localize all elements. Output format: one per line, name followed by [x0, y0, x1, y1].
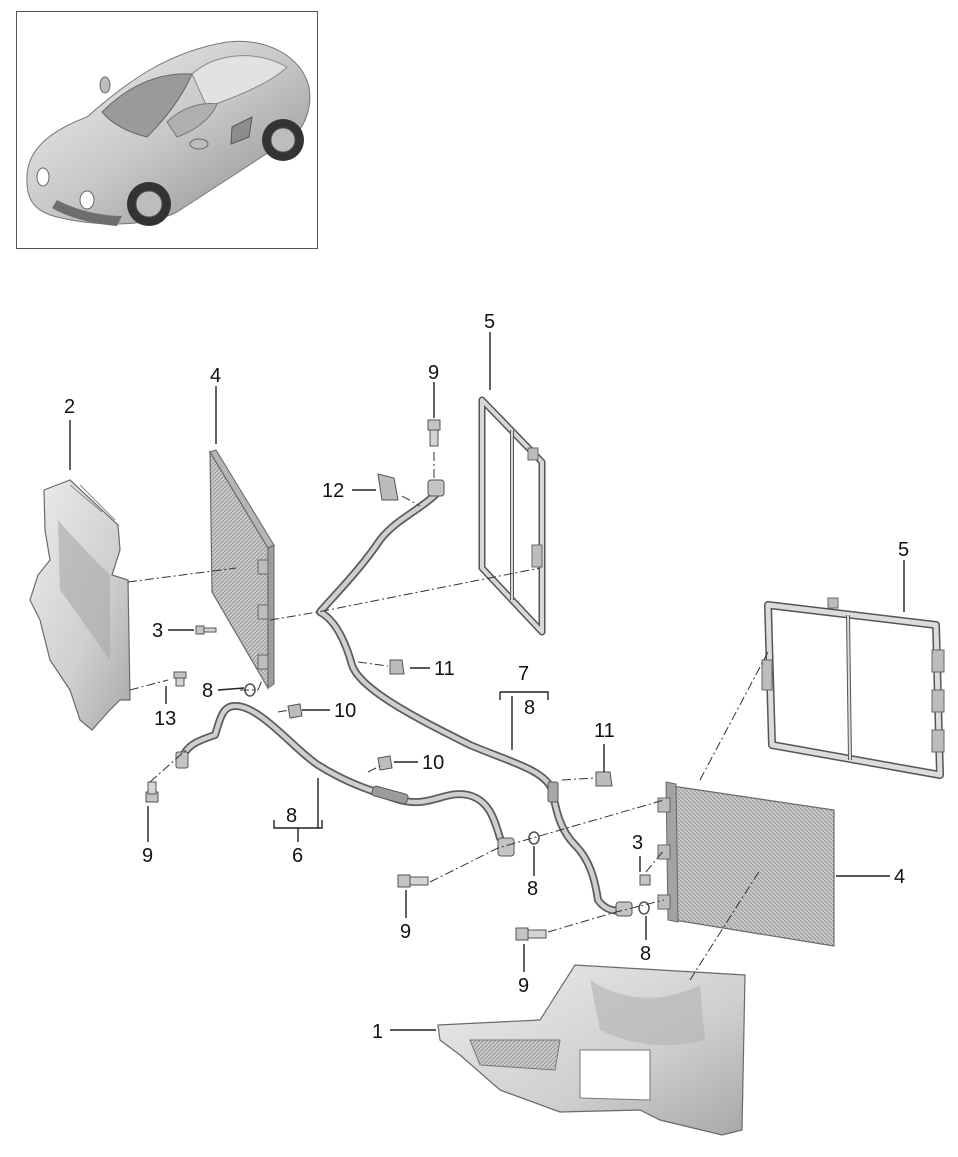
callout-2: 2	[64, 396, 75, 418]
assembly-lines	[127, 452, 769, 981]
vehicle-overview-thumbnail	[16, 11, 318, 249]
clip-11-right	[595, 771, 613, 787]
callout-10-lower: 10	[422, 752, 444, 774]
screw-3-left	[195, 625, 217, 635]
bolt-9-upper	[427, 419, 441, 447]
callout-8-right: 8	[640, 943, 651, 965]
condenser-left	[209, 449, 275, 691]
pin-13	[173, 671, 187, 687]
callout-3-left: 3	[152, 620, 163, 642]
refrigerant-line-6	[175, 702, 515, 857]
callout-4-right: 4	[894, 866, 905, 888]
callout-9-upper: 9	[428, 362, 439, 384]
clip-10-upper	[287, 703, 303, 719]
leader-lines	[69, 332, 905, 1031]
callout-13: 13	[154, 708, 176, 730]
air-duct-left	[29, 479, 131, 731]
condenser-right	[657, 781, 835, 947]
bolt-9-lower	[515, 927, 547, 941]
callout-1: 1	[372, 1021, 383, 1043]
clip-10-lower	[377, 755, 393, 771]
callout-9-left: 9	[142, 845, 153, 867]
callout-9-middle: 9	[400, 921, 411, 943]
callout-11-upper: 11	[434, 658, 455, 680]
callout-10-upper: 10	[334, 700, 356, 722]
callout-5-upper: 5	[484, 311, 495, 333]
callout-8-left: 8	[202, 680, 213, 702]
refrigerant-line-7	[316, 479, 633, 917]
air-duct-lower	[437, 964, 746, 1136]
callout-7: 7	[518, 663, 529, 685]
callout-6: 6	[292, 845, 303, 867]
callout-3-right: 3	[632, 832, 643, 854]
callout-labels: 1 2 3 3 4 4 5 5 6 7 8 8 8 8 8 9 9 9 9 10…	[64, 311, 909, 1043]
clip-11-upper	[389, 659, 405, 675]
callout-8-middle: 8	[527, 878, 538, 900]
vehicle-illustration	[26, 40, 311, 226]
mounting-frame-right	[761, 597, 945, 779]
bracket-12	[377, 473, 399, 501]
callout-12: 12	[322, 480, 344, 502]
mounting-frame-upper	[478, 396, 546, 636]
callout-8-line7: 8	[524, 697, 535, 719]
callout-5-right: 5	[898, 539, 909, 561]
callout-4-left: 4	[210, 365, 221, 387]
callout-8-line6: 8	[286, 805, 297, 827]
callout-11-right: 11	[594, 720, 615, 742]
bolt-9-middle	[397, 874, 429, 888]
callout-9-lower: 9	[518, 975, 529, 997]
bolt-9-left	[145, 781, 159, 803]
screw-3-right	[639, 874, 651, 886]
